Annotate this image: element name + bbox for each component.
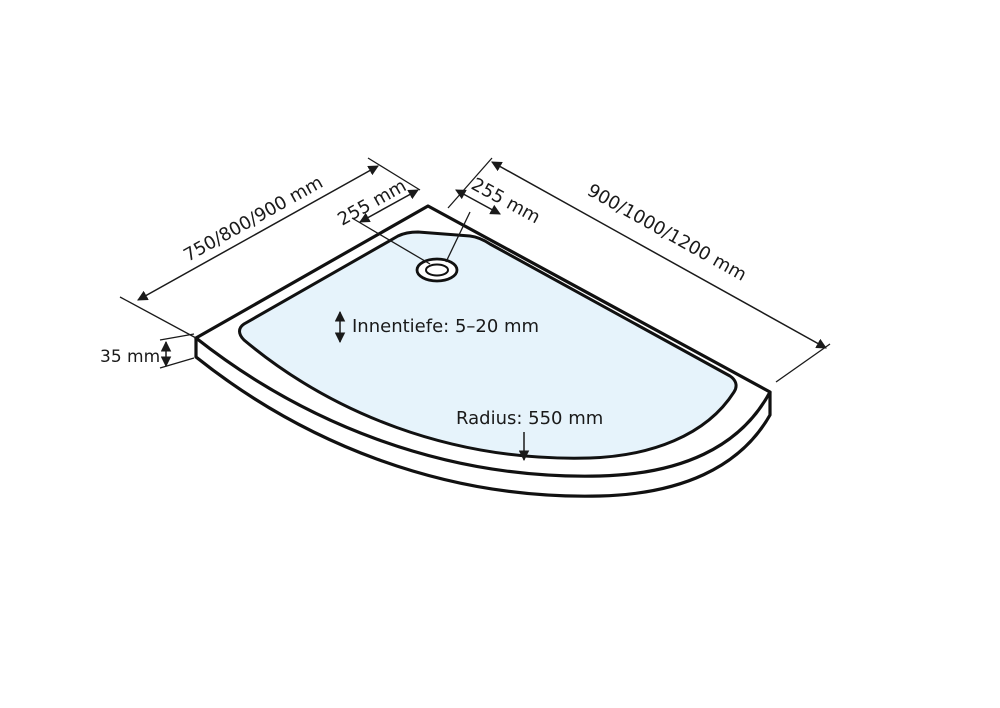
radius-label: Radius: 550 mm	[456, 408, 603, 429]
dim-radius: Radius: 550 mm	[456, 408, 603, 462]
length-label: 900/1000/1200 mm	[584, 180, 750, 286]
tray-front-edge	[194, 338, 772, 498]
inner-depth-label: Innentiefe: 5–20 mm	[352, 316, 539, 337]
dim-inner-depth: Innentiefe: 5–20 mm	[334, 310, 539, 344]
width-label: 750/800/900 mm	[180, 172, 326, 266]
height-label: 35 mm	[100, 347, 160, 367]
drain-right-label: 255 mm	[468, 174, 544, 228]
dim-height: 35 mm	[100, 333, 195, 369]
drain-icon	[415, 257, 459, 283]
